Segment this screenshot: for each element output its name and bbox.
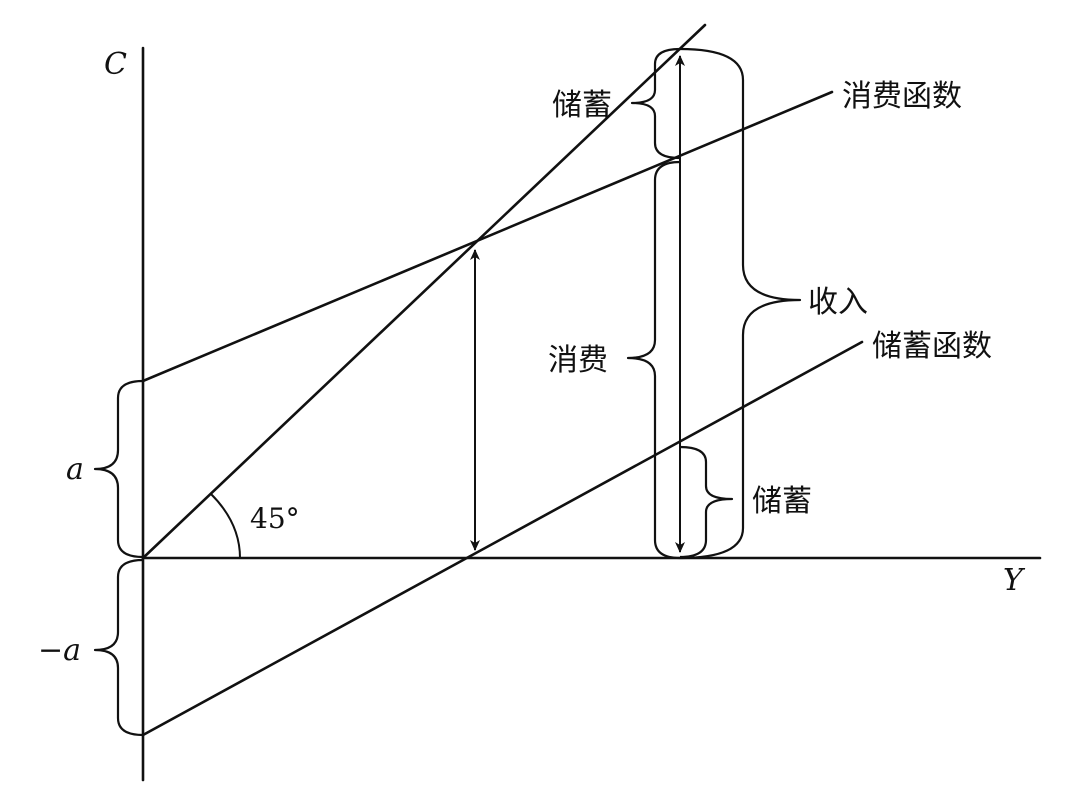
saving-bottom-label: 储蓄 bbox=[752, 484, 812, 519]
brace-saving-bottom bbox=[679, 445, 734, 559]
consumption-function-label: 消费函数 bbox=[842, 79, 962, 114]
angle-arc bbox=[210, 493, 241, 559]
forty-five-degree-line bbox=[141, 23, 707, 560]
intercept-positive-label: a bbox=[66, 452, 84, 487]
brace-income bbox=[679, 47, 802, 560]
consumption-label: 消费 bbox=[548, 343, 608, 378]
x-axis-label: Y bbox=[1003, 563, 1026, 598]
brace-consumption bbox=[626, 160, 681, 560]
income-label: 收入 bbox=[808, 285, 868, 320]
brace-negative-intercept bbox=[93, 558, 144, 737]
angle-label: 45° bbox=[250, 502, 300, 535]
saving-top-label: 储蓄 bbox=[552, 88, 612, 123]
brace-positive-intercept bbox=[93, 379, 144, 559]
brace-saving-top bbox=[630, 47, 681, 160]
y-axis-label: C bbox=[104, 47, 127, 82]
saving-function-line bbox=[141, 340, 864, 737]
saving-function-label: 储蓄函数 bbox=[872, 329, 992, 364]
consumption-function-line bbox=[141, 90, 834, 383]
intercept-negative-label: −a bbox=[38, 633, 81, 668]
